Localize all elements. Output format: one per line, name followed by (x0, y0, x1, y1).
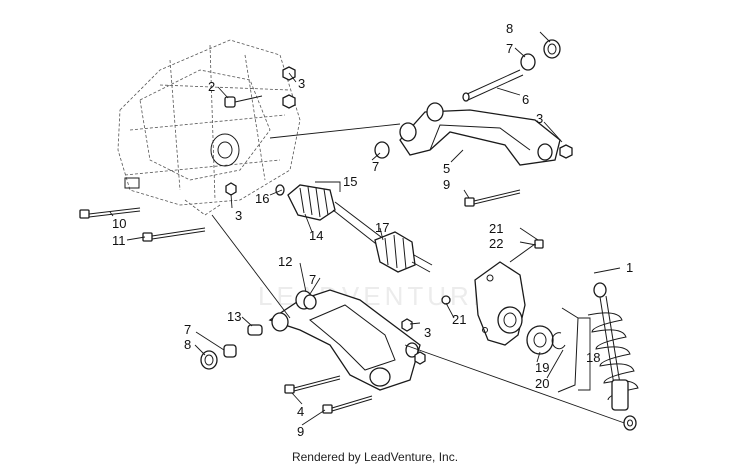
callout-1: 1 (626, 260, 633, 275)
callout-16: 16 (255, 191, 269, 206)
callout-19: 19 (535, 360, 549, 375)
bolt-2 (224, 95, 263, 108)
callout-10: 10 (112, 216, 126, 231)
nut-3-lower-arm (401, 318, 413, 332)
bushing-7-top (520, 53, 536, 71)
callout-labels: 1 2 3 3 3 3 4 5 6 7 7 7 7 8 8 9 9 10 11 … (112, 21, 633, 439)
nut-21-lower (441, 295, 451, 305)
callout-3-frame: 3 (298, 76, 305, 91)
callout-18: 18 (586, 350, 600, 365)
callout-leaders (109, 31, 621, 426)
callout-7-lower: 7 (184, 322, 191, 337)
bolt-22 (509, 239, 544, 263)
callout-9-upper: 9 (443, 177, 450, 192)
assembly-arrow-shock (404, 344, 631, 426)
callout-22: 22 (489, 236, 503, 251)
callout-3-upper-arm: 3 (536, 111, 543, 126)
callout-12: 12 (278, 254, 292, 269)
callout-4: 4 (297, 404, 304, 419)
bolt-4 (284, 375, 341, 394)
callout-11: 11 (112, 233, 126, 248)
seal-8-lower (200, 350, 218, 370)
bushing-7-lower-arm (303, 294, 317, 310)
callout-15: 15 (343, 174, 357, 189)
seal-8-top (543, 39, 561, 59)
callout-20: 20 (535, 376, 549, 391)
callout-14: 14 (309, 228, 323, 243)
shaft-6 (462, 69, 524, 102)
snap-ring-20 (551, 332, 566, 350)
bolt-9-upper (464, 189, 521, 207)
nut-3-lower (225, 182, 237, 196)
callout-8-lower: 8 (184, 337, 191, 352)
assembly-arrow-upper (269, 123, 401, 139)
bushing-13 (247, 324, 263, 336)
bolt-11 (142, 227, 206, 242)
shock-absorber (587, 282, 639, 431)
drive-axle (275, 184, 433, 273)
callout-7-top: 7 (506, 41, 513, 56)
callout-7-lower-arm: 7 (309, 272, 316, 287)
nut-3-upper-arm (559, 144, 573, 159)
wheel-bearing (526, 325, 554, 355)
frame-assembly (117, 39, 301, 216)
callout-21-upper: 21 (489, 221, 503, 236)
callout-7-upper-arm: 7 (372, 159, 379, 174)
bolt-9-lower (322, 395, 373, 414)
callout-3-frame-lower: 3 (235, 208, 242, 223)
assembly-arrow-lower (211, 214, 291, 319)
upper-a-arm (399, 102, 561, 166)
bolt-10 (79, 207, 141, 219)
callout-2: 2 (208, 79, 215, 94)
callout-17: 17 (375, 220, 389, 235)
callout-21-lower: 21 (452, 312, 466, 327)
callout-13: 13 (227, 309, 241, 324)
callout-8-top: 8 (506, 21, 513, 36)
bushing-7-lower (223, 344, 237, 358)
callout-3-lower-arm: 3 (424, 325, 431, 340)
callout-9-lower: 9 (297, 424, 304, 439)
steering-knuckle (474, 261, 526, 346)
callout-6: 6 (522, 92, 529, 107)
callout-5: 5 (443, 161, 450, 176)
render-credit: Rendered by LeadVenture, Inc. (291, 450, 459, 464)
bracket-18 (557, 307, 579, 393)
